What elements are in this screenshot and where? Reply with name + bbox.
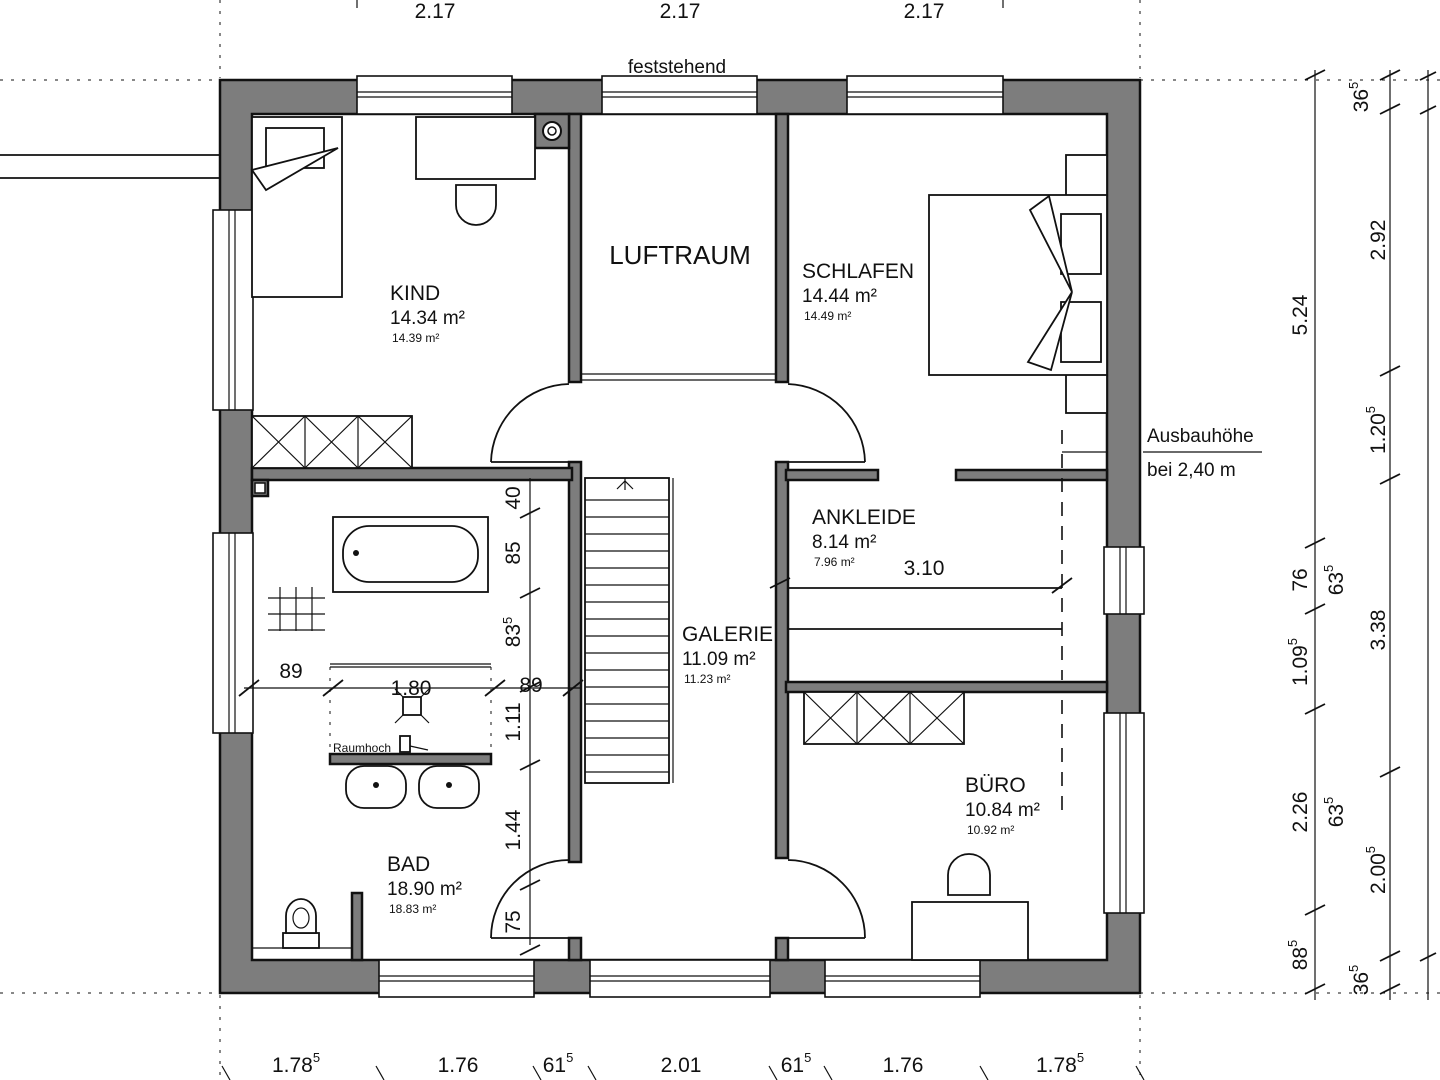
buero-desk (911, 853, 1029, 961)
dim-right-mid-5: 2.26 (1289, 792, 1312, 833)
room-kind-name: KIND (390, 282, 440, 305)
svg-text:615: 615 (543, 1050, 574, 1077)
right-windows (1103, 546, 1145, 914)
room-buero-area: 10.84 m² (965, 800, 1040, 821)
dim-bad-v5: 1.44 (502, 809, 525, 850)
buero-shelf (803, 691, 965, 745)
note-feststehend: feststehend (628, 57, 726, 78)
dim-bottom-3: 61 (543, 1054, 566, 1077)
left-windows (212, 209, 254, 734)
room-kind-area2: 14.39 m² (392, 331, 439, 345)
dim-top-3: 2.17 (904, 0, 945, 23)
dim-right-mid-3: 76 (1289, 568, 1312, 591)
dim-bottom-2: 1.76 (438, 1054, 479, 1077)
dim-right-mid-4: 1.09 (1289, 645, 1312, 686)
svg-text:365: 365 (1346, 965, 1373, 996)
dim-bad-v6: 75 (502, 910, 525, 933)
svg-text:885: 885 (1285, 940, 1312, 971)
dim-right-mid-6: 88 (1289, 947, 1312, 970)
dim-top-2: 2.17 (660, 0, 701, 23)
dim-top-1: 2.17 (415, 0, 456, 23)
dim-right-inner-1: 36 (1350, 89, 1373, 112)
note-ausbauhoehe-value: bei 2,40 m (1147, 460, 1236, 481)
ankleide-rail (769, 577, 1073, 630)
svg-text:835: 835 (500, 617, 525, 648)
svg-text:2.005: 2.005 (1363, 846, 1390, 894)
shower-grid (268, 587, 325, 631)
dim-right-mid-2: 1.20 (1367, 413, 1390, 454)
svg-text:635: 635 (1321, 565, 1348, 596)
dim-bad-h1: 89 (279, 660, 302, 683)
dim-ankleide-width: 3.10 (904, 557, 945, 580)
kind-desk (415, 116, 536, 226)
room-bad-area2: 18.83 m² (389, 902, 436, 916)
svg-text:365: 365 (1346, 82, 1373, 113)
dim-bad-h3: 89 (519, 674, 542, 697)
dim-bottom-6: 1.76 (883, 1054, 924, 1077)
dim-bottom-4: 2.01 (661, 1054, 702, 1077)
room-galerie-area: 11.09 m² (682, 649, 756, 670)
room-buero-name: BÜRO (965, 774, 1026, 797)
kind-bed (250, 116, 343, 298)
dim-right-inner-4: 2.00 (1367, 853, 1390, 894)
room-schlafen-area: 14.44 m² (802, 286, 877, 307)
dim-right-inner-2: 63 (1325, 572, 1348, 595)
dim-bad-h2: 1.80 (391, 677, 432, 700)
dim-bad-v3: 83 (502, 624, 525, 647)
room-ankleide-area2: 7.96 m² (814, 555, 855, 569)
dim-right-mid-1: 2.92 (1367, 220, 1390, 261)
kind-wardrobe (251, 415, 413, 469)
room-luftraum-name: LUFTRAUM (609, 240, 751, 270)
room-ankleide-name: ANKLEIDE (812, 506, 916, 529)
dim-right-inner-3: 63 (1325, 804, 1348, 827)
doors (490, 383, 866, 939)
room-schlafen-area2: 14.49 m² (804, 309, 851, 323)
dim-bottom-7: 1.78 (1036, 1054, 1077, 1077)
bad-dimension-lines (238, 478, 584, 956)
room-schlafen-name: SCHLAFEN (802, 260, 914, 283)
washbasin (328, 735, 493, 809)
dim-bad-v2: 85 (502, 541, 525, 564)
bathtub (332, 516, 489, 593)
room-galerie-area2: 11.23 m² (684, 672, 730, 686)
dim-bad-v1: 40 (502, 486, 525, 509)
room-buero-area2: 10.92 m² (967, 823, 1014, 837)
interior-walls (250, 112, 1109, 962)
note-raumhoch: Raumhoch (333, 741, 391, 755)
room-galerie-name: GALERIE (682, 623, 773, 646)
dim-bottom-1: 1.78 (272, 1054, 313, 1077)
shower-partition (329, 663, 492, 755)
svg-text:615: 615 (781, 1050, 812, 1077)
svg-text:1.095: 1.095 (1285, 638, 1312, 686)
bottom-dims: 1.785 1.76 615 2.01 615 1.76 1.785 (272, 1050, 1084, 1077)
dim-bottom-5: 61 (781, 1054, 804, 1077)
room-ankleide-area: 8.14 m² (812, 532, 876, 553)
room-bad-area: 18.90 m² (387, 879, 462, 900)
svg-text:635: 635 (1321, 797, 1348, 828)
bottom-windows (378, 959, 981, 998)
right-dims: 5.24 3.38 2.92 1.205 76 1.095 2.26 885 3… (1285, 82, 1390, 996)
svg-text:1.785: 1.785 (1036, 1050, 1084, 1077)
staircase (584, 477, 674, 784)
dim-right-outer-2: 3.38 (1367, 610, 1390, 651)
room-kind-area: 14.34 m² (390, 308, 465, 329)
svg-text:1.205: 1.205 (1363, 406, 1390, 454)
top-windows (356, 75, 1004, 115)
balcony-rail (0, 154, 220, 179)
dim-right-outer-1: 5.24 (1289, 294, 1312, 335)
note-ausbauhoehe: Ausbauhöhe (1147, 426, 1254, 447)
room-bad-name: BAD (387, 853, 430, 876)
dim-bad-v4: 1.11 (502, 702, 525, 741)
dim-right-inner-5: 36 (1350, 972, 1373, 995)
svg-text:1.785: 1.785 (272, 1050, 320, 1077)
double-bed (928, 154, 1108, 414)
toilet (252, 898, 352, 949)
